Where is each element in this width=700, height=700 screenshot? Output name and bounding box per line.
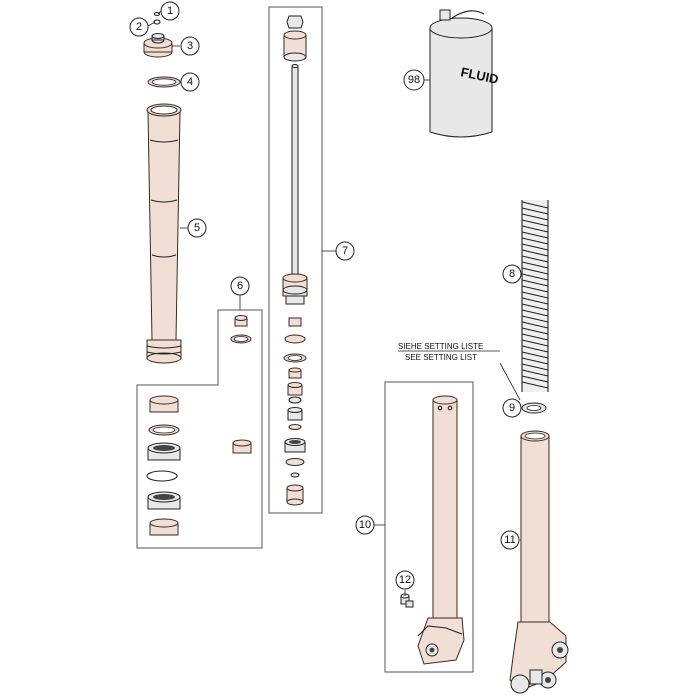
part-10-fork-leg-box	[384, 381, 474, 673]
svg-text:8: 8	[509, 268, 515, 280]
callout-1: 1	[160, 1, 180, 21]
part-3-top-cap	[143, 33, 173, 58]
part-7-cartridge-box	[268, 6, 323, 514]
svg-text:3: 3	[187, 40, 193, 52]
callouts: 1 2 3 4 5 6 7 8 9 10 11 12 98	[129, 1, 522, 590]
callout-11: 11	[500, 530, 520, 550]
svg-text:2: 2	[136, 21, 142, 33]
setting-note: SIEHE SETTING LISTE SEE SETTING LIST	[398, 342, 500, 362]
part-12-bolt	[400, 593, 414, 608]
part-8-spring	[521, 200, 549, 392]
svg-text:11: 11	[504, 534, 515, 546]
setting-note-de: SIEHE SETTING LISTE	[398, 342, 483, 351]
callout-6: 6	[230, 276, 250, 296]
callout-3: 3	[180, 36, 200, 56]
part-5-outer-tube	[146, 103, 182, 364]
svg-text:6: 6	[237, 280, 243, 292]
svg-text:4: 4	[187, 76, 193, 88]
callout-9: 9	[502, 398, 522, 418]
callout-12: 12	[395, 570, 415, 590]
part-11-fork-leg	[509, 430, 569, 694]
svg-text:1: 1	[167, 5, 173, 17]
callout-10: 10	[355, 515, 375, 535]
part-9-spacer	[521, 402, 547, 414]
callout-98: 98	[403, 69, 425, 91]
svg-text:98: 98	[408, 74, 420, 86]
part-6-kit-box	[136, 309, 263, 549]
part-4-o-ring	[147, 76, 181, 88]
part-98-fluid-can: FLUID	[429, 9, 500, 138]
callout-5: 5	[187, 218, 207, 238]
callout-4: 4	[180, 72, 200, 92]
part-1-small-ring	[153, 11, 161, 25]
svg-text:7: 7	[342, 245, 348, 257]
callout-7: 7	[335, 241, 355, 261]
svg-text:12: 12	[399, 574, 411, 586]
svg-text:10: 10	[359, 519, 371, 531]
callout-8: 8	[502, 264, 522, 284]
svg-text:9: 9	[509, 402, 515, 414]
callout-2: 2	[129, 17, 149, 37]
setting-note-en: SEE SETTING LIST	[405, 353, 477, 362]
svg-text:5: 5	[194, 222, 200, 234]
